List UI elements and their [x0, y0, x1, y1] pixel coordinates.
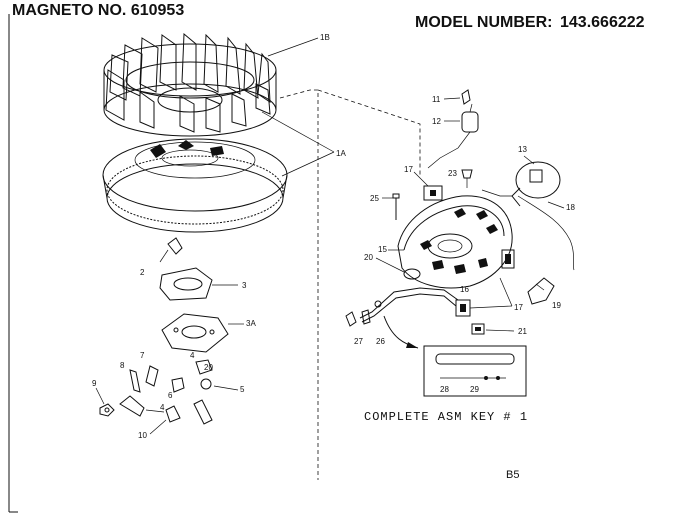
callout-25: 25	[370, 194, 379, 203]
ignition-coil	[481, 161, 575, 271]
callout-3: 3	[242, 281, 247, 290]
callout-11: 11	[432, 95, 441, 104]
callout-5: 5	[240, 385, 245, 394]
small-parts-cluster	[99, 359, 213, 425]
callout-15: 15	[378, 245, 387, 254]
callout-16: 16	[460, 285, 469, 294]
callout-4: 4	[160, 403, 165, 412]
callout-1A: 1A	[336, 149, 346, 158]
magneto-number: MAGNETO NO. 610953	[12, 2, 184, 19]
callout-17-bottom: 17	[514, 303, 523, 312]
ground-lead	[359, 287, 471, 323]
complete-assembly-caption: COMPLETE ASM KEY # 1	[364, 410, 528, 424]
screw-25	[392, 193, 400, 220]
flywheel	[102, 138, 288, 233]
flywheel-fan	[103, 32, 277, 137]
callout-3A: 3A	[246, 319, 256, 328]
spring-and-condenser	[427, 89, 479, 169]
flywheel-key	[159, 237, 183, 263]
screw-23	[461, 169, 473, 188]
callout-28: 28	[440, 385, 449, 394]
assembly-axis-branch	[317, 89, 421, 175]
plate	[161, 313, 229, 353]
callout-8: 8	[120, 361, 125, 370]
inset-box	[423, 345, 527, 397]
callout-10: 10	[138, 431, 147, 440]
inset-pointer-line	[383, 315, 419, 349]
callout-21: 21	[518, 327, 527, 336]
callout-26: 26	[376, 337, 385, 346]
callout-19: 19	[552, 301, 561, 310]
callout-1B: 1B	[320, 33, 330, 42]
clip-21	[471, 323, 485, 335]
callout-4-top: 4	[190, 351, 195, 360]
callout-7: 7	[140, 351, 145, 360]
terminal-19	[527, 277, 555, 305]
callout-20-small: 20	[204, 363, 213, 372]
callout-29: 29	[470, 385, 479, 394]
washer	[159, 267, 213, 301]
stator-plate	[397, 185, 515, 289]
callout-23: 23	[448, 169, 457, 178]
callout-20: 20	[364, 253, 373, 262]
callout-17-top: 17	[404, 165, 413, 174]
callout-12: 12	[432, 117, 441, 126]
assembly-axis	[279, 89, 319, 480]
callout-2: 2	[140, 268, 145, 277]
model-number-value: 143.666222	[560, 14, 645, 31]
inset-pointer-arrowhead	[406, 342, 418, 348]
callout-27: 27	[354, 337, 363, 346]
page-code: B5	[506, 469, 519, 481]
model-number-label: MODEL NUMBER:	[415, 14, 552, 31]
callout-18: 18	[566, 203, 575, 212]
callout-9: 9	[92, 379, 97, 388]
callout-6: 6	[168, 391, 173, 400]
small-fasteners-26-27	[345, 300, 382, 327]
callout-13: 13	[518, 145, 527, 154]
